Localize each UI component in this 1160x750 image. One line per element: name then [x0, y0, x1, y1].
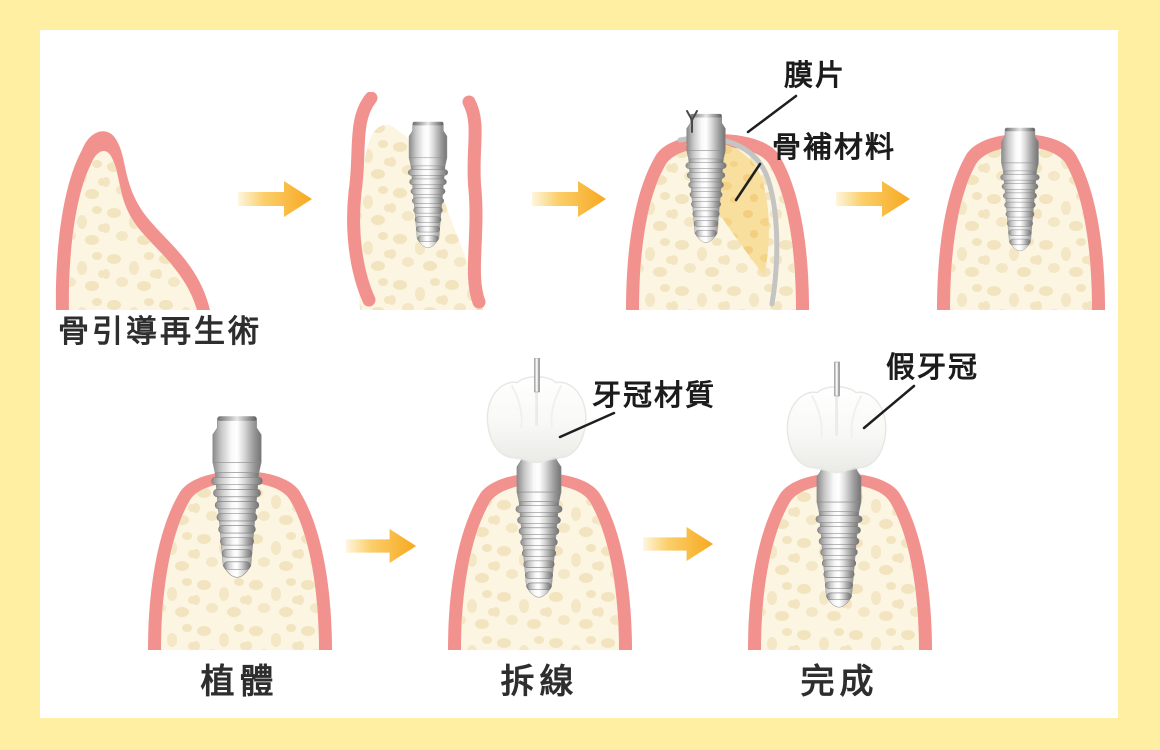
restoration-step-complete: [748, 361, 932, 650]
gbr-section-title: 骨引導再生術: [58, 314, 262, 349]
bone-graft-label: 骨補材料: [772, 132, 897, 164]
gbr-step-2-implant-placed-flap-open: [347, 92, 486, 310]
restoration-step-suture-removal: [448, 358, 632, 650]
artificial-crown-pointer-line: [862, 384, 916, 430]
arrow-right-icon: [532, 181, 606, 217]
bone-graft-pointer-line: [734, 162, 762, 202]
gbr-step-3-graft-and-membrane: [626, 110, 809, 310]
implant-caption: 植體: [200, 663, 279, 701]
suture-icon: [686, 110, 698, 133]
membrane-label: 膜片: [784, 60, 847, 92]
arrow-right-icon: [238, 181, 312, 217]
arrow-right-icon: [836, 181, 910, 217]
restoration-step-implant: [148, 415, 332, 650]
crown-material-pointer-line: [558, 411, 616, 439]
arrow-right-icon: [346, 528, 417, 564]
gbr-step-4-healed: [937, 127, 1105, 310]
arrow-right-icon: [643, 526, 714, 562]
gbr-step-1-atrophied-ridge: [55, 131, 210, 310]
artificial-crown-label: 假牙冠: [886, 352, 980, 384]
suture-removal-caption: 拆線: [500, 663, 579, 701]
membrane-pointer-line: [746, 94, 798, 134]
complete-caption: 完成: [800, 663, 879, 701]
crown-material-label: 牙冠材質: [592, 380, 717, 412]
